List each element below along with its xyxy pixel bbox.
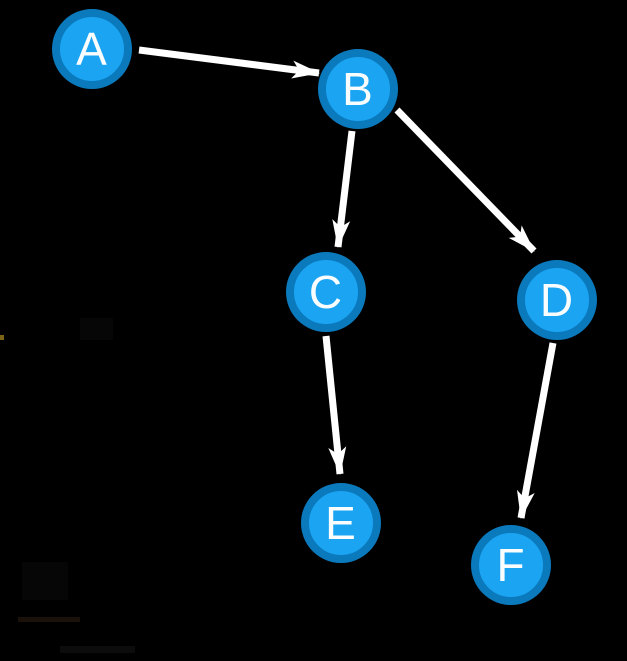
node-circle-C[interactable] [286,252,366,332]
node-E[interactable]: E [301,483,381,563]
node-F[interactable]: F [471,525,551,605]
edge-D-F[interactable] [517,342,557,519]
node-C[interactable]: C [286,252,366,332]
node-circle-E[interactable] [301,483,381,563]
node-circle-D[interactable] [517,260,597,340]
node-label-A: A [76,23,108,75]
nodes-layer: A B C D E F [52,9,597,605]
node-circle-A[interactable] [52,9,132,89]
node-D[interactable]: D [517,260,597,340]
node-label-F: F [496,539,525,591]
node-circle-F[interactable] [471,525,551,605]
node-label-B: B [342,63,374,115]
node-B[interactable]: B [318,49,398,129]
edge-C-E[interactable] [322,335,347,475]
node-A[interactable]: A [52,9,132,89]
edge-B-D[interactable] [394,107,537,254]
edge-A-B[interactable] [138,46,320,79]
edge-B-C[interactable] [332,130,356,248]
node-circle-B[interactable] [318,49,398,129]
node-label-E: E [325,497,357,549]
edges-layer [138,46,557,519]
node-label-C: C [309,266,343,318]
node-label-D: D [540,274,574,326]
